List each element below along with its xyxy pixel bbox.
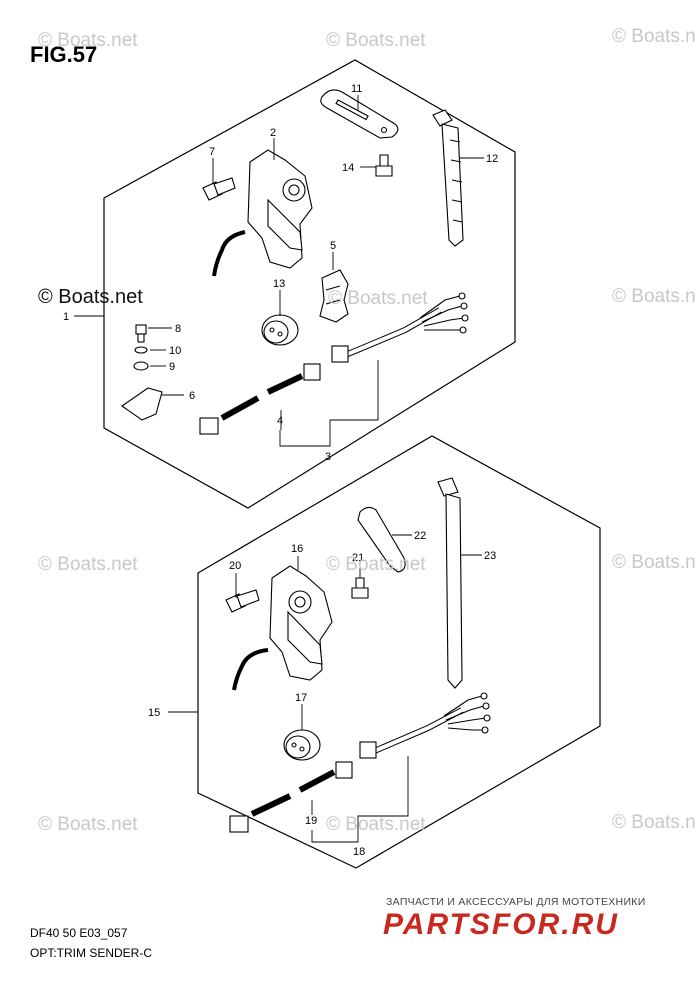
part-10-washer [134, 346, 148, 354]
part-13-grommet [261, 314, 299, 346]
model-code: DF40 50 E03_057 [30, 926, 128, 940]
leader-18 [311, 756, 409, 843]
callout-16: 16 [291, 543, 303, 555]
callout-22: 22 [414, 530, 426, 542]
section-name: OPT:TRIM SENDER-C [30, 946, 153, 960]
part-20-bolt [225, 589, 260, 613]
part-8-bolt [135, 324, 147, 343]
callout-8: 8 [175, 323, 181, 335]
callout-17: 17 [295, 692, 307, 704]
watermark: © Boats.net [38, 554, 138, 575]
part-9-washer [133, 361, 149, 371]
part-22-bracket [357, 506, 406, 573]
part-6-bracket [121, 387, 163, 421]
watermark: © Boats.net [328, 288, 428, 309]
part-21-screw [351, 577, 369, 599]
part-23-cable-tie [437, 477, 463, 689]
callout-4: 4 [277, 415, 283, 427]
callout-7: 7 [209, 146, 215, 158]
part-7-bolt [202, 177, 236, 201]
watermark: © Boats.net [612, 552, 696, 573]
callout-2: 2 [270, 127, 276, 139]
callout-9: 9 [169, 361, 175, 373]
callout-21: 21 [352, 552, 364, 564]
callout-18: 18 [353, 846, 365, 858]
part-4-harness [199, 363, 321, 435]
branding-subtitle: ЗАПЧАСТИ И АКСЕССУАРЫ ДЛЯ МОТОТЕХНИКИ [386, 896, 646, 908]
watermark: © Boats.net [326, 814, 426, 835]
callout-12: 12 [486, 153, 498, 165]
part-17-grommet [283, 729, 321, 761]
branding-logo: PARTSFOR.RU [383, 908, 619, 941]
callout-1: 1 [63, 311, 69, 323]
part-5-clip [319, 269, 349, 323]
part-18-harness [359, 692, 491, 759]
part-14-screw [375, 154, 393, 177]
part-11-bracket [320, 89, 399, 139]
watermark: © Boats.net [38, 30, 138, 51]
callout-5: 5 [330, 240, 336, 252]
callout-15: 15 [148, 707, 160, 719]
callout-11: 11 [351, 83, 362, 95]
part-16-trim-sender [232, 565, 333, 691]
part-19-harness [229, 761, 353, 833]
part-2-trim-sender [212, 149, 313, 277]
watermark: © Boats.net [612, 286, 696, 307]
callout-6: 6 [189, 390, 195, 402]
figure-title: FIG.57 [30, 42, 98, 67]
callout-13: 13 [273, 278, 285, 290]
callout-20: 20 [229, 560, 241, 572]
callout-19: 19 [305, 815, 317, 827]
watermark: © Boats.net [326, 554, 426, 575]
watermark: © Boats.net [612, 812, 696, 833]
assembly-frame-upper [103, 59, 516, 509]
callout-23: 23 [484, 550, 496, 562]
assembly-frame-lower [197, 435, 601, 869]
leader-3 [279, 360, 379, 447]
part-12-cable-tie [432, 109, 464, 247]
watermark: © Boats.net [38, 814, 138, 835]
callout-14: 14 [342, 162, 354, 174]
callout-10: 10 [169, 345, 181, 357]
callout-3: 3 [325, 451, 331, 463]
part-3-harness [331, 292, 469, 363]
watermark: © Boats.net [612, 26, 696, 47]
watermark: © Boats.net [38, 286, 143, 308]
watermark: © Boats.net [326, 30, 426, 51]
